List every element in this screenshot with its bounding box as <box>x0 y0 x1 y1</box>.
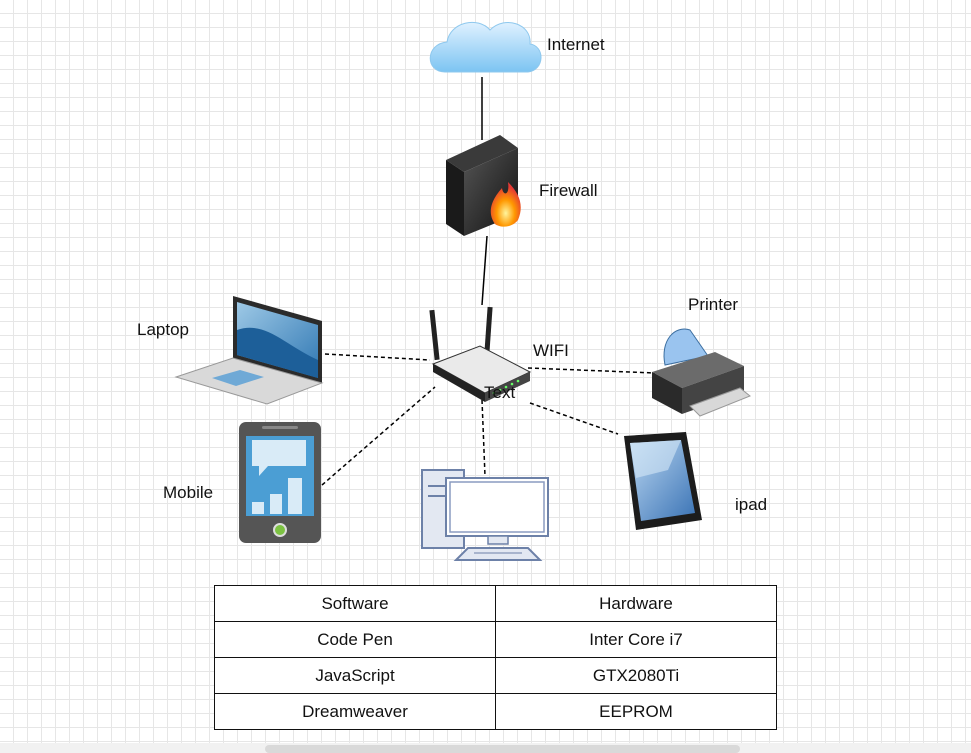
link-ipad-wifi <box>529 402 619 435</box>
link-firewall-wifi <box>481 235 488 306</box>
table-row: JavaScript GTX2080Ti <box>214 657 777 694</box>
desktop-icon <box>421 469 549 561</box>
table-cell-hardware-header: Hardware <box>495 585 777 622</box>
wifi-label: WIFI <box>533 341 569 360</box>
laptop-label: Laptop <box>137 320 189 339</box>
router-icon <box>429 306 532 402</box>
link-laptop-wifi <box>324 353 431 361</box>
link-desktop-wifi <box>481 399 486 477</box>
mobile-label: Mobile <box>163 483 213 502</box>
link-mobile-wifi <box>321 386 436 486</box>
laptop-icon <box>174 296 324 405</box>
internet-label: Internet <box>547 35 605 54</box>
table-cell-software-header: Software <box>214 585 496 622</box>
firewall-label: Firewall <box>539 181 598 200</box>
cloud-icon <box>429 21 542 73</box>
table-cell: Code Pen <box>214 621 496 658</box>
link-printer-wifi <box>527 367 656 374</box>
table-cell: Dreamweaver <box>214 693 496 730</box>
printer-icon <box>652 328 751 417</box>
table-row: Software Hardware <box>214 585 777 622</box>
table-cell: JavaScript <box>214 657 496 694</box>
table-row: Dreamweaver EEPROM <box>214 693 777 730</box>
mobile-icon <box>239 422 321 543</box>
firewall-icon <box>446 135 521 236</box>
wifi-overlap-text: Text <box>484 383 515 402</box>
printer-label: Printer <box>688 295 738 314</box>
ipad-icon <box>624 432 702 530</box>
spec-table: Software Hardware Code Pen Inter Core i7… <box>214 585 777 730</box>
table-cell: Inter Core i7 <box>495 621 777 658</box>
table-row: Code Pen Inter Core i7 <box>214 621 777 658</box>
horizontal-scrollbar-thumb[interactable] <box>265 745 740 753</box>
ipad-label: ipad <box>735 495 767 514</box>
table-cell: GTX2080Ti <box>495 657 777 694</box>
table-cell: EEPROM <box>495 693 777 730</box>
